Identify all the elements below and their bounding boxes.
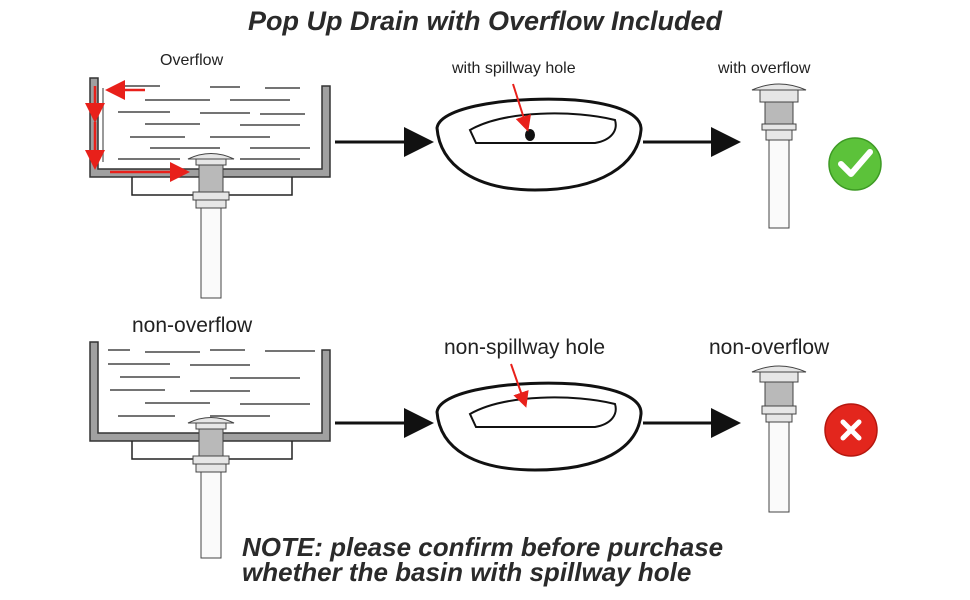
purchase-note: NOTE: please confirm before purchase whe… bbox=[242, 532, 724, 587]
note-line-2: whether the basin with spillway hole bbox=[242, 557, 692, 587]
cross-icon bbox=[824, 403, 878, 457]
non-overflow-basin-label: non-overflow bbox=[132, 314, 253, 337]
drain-with-overflow bbox=[751, 83, 807, 229]
sink-with-spillway-hole bbox=[435, 83, 643, 192]
note-line-1: NOTE: please confirm before purchase bbox=[242, 532, 724, 562]
overflow-drain-in-basin bbox=[187, 153, 235, 299]
check-icon bbox=[828, 137, 882, 191]
drain-without-overflow bbox=[751, 365, 807, 513]
page-title: Pop Up Drain with Overflow Included bbox=[247, 6, 723, 36]
spillway-hole-label: with spillway hole bbox=[452, 60, 576, 77]
non-spillway-hole-label: non-spillway hole bbox=[444, 336, 606, 359]
overflow-label: Overflow bbox=[160, 52, 224, 69]
with-overflow-label: with overflow bbox=[718, 60, 811, 77]
non-overflow-drain-in-basin bbox=[187, 417, 235, 559]
sink-without-spillway-hole bbox=[435, 363, 643, 472]
non-overflow-drain-label: non-overflow bbox=[709, 336, 830, 359]
